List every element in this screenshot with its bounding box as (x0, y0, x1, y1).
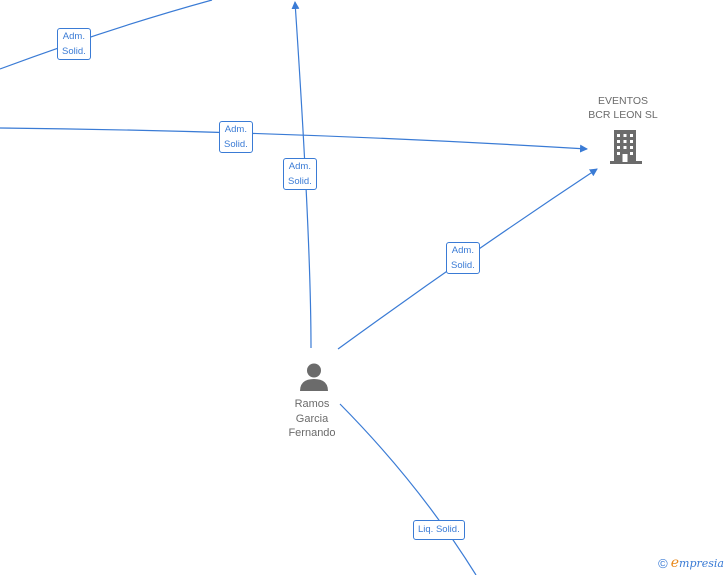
edge-label-person-to-company[interactable]: Adm. Solid. (446, 242, 480, 274)
copyright-symbol: © (658, 555, 668, 571)
edge-label-person-down[interactable]: Liq. Solid. (413, 520, 465, 540)
brand-footer[interactable]: © empresia (658, 555, 724, 571)
edge-person-up (291, 1, 312, 349)
edge-person-down (339, 403, 477, 575)
edge-label-line: Adm. (451, 245, 474, 256)
edge-label-left-to-company[interactable]: Adm. Solid. (219, 121, 253, 153)
brand-name: mpresia (679, 557, 724, 570)
building-icon[interactable] (610, 130, 642, 164)
edge-label-line: Solid. (62, 46, 86, 57)
brand-initial: e (670, 555, 680, 571)
edge-label-line: Solid. (224, 139, 248, 150)
edge-label-line: Adm. (288, 161, 311, 172)
edge-label-line: Solid. (451, 260, 475, 271)
person-name[interactable]: Ramos Garcia Fernando (262, 397, 362, 441)
edge-label-line: Solid. (288, 176, 312, 187)
company-name-line: BCR LEON SL (588, 109, 658, 121)
edge-label-top-left[interactable]: Adm. Solid. (57, 28, 91, 60)
person-name-line: Ramos (294, 398, 330, 410)
company-name-line: EVENTOS (598, 95, 648, 107)
person-icon[interactable] (299, 362, 329, 392)
edge-label-line: Liq. Solid. (418, 524, 460, 535)
edge-label-person-up[interactable]: Adm. Solid. (283, 158, 317, 190)
company-name[interactable]: EVENTOS BCR LEON SL (573, 94, 673, 122)
edge-label-line: Adm. (62, 31, 85, 42)
empresia-logo: empresia (671, 555, 724, 571)
person-name-line: Fernando (288, 427, 336, 439)
person-name-line: Garcia (295, 412, 329, 425)
edge-label-line: Adm. (224, 124, 247, 135)
edge-left-to-company (0, 127, 588, 153)
edge-top-left (0, 0, 213, 70)
